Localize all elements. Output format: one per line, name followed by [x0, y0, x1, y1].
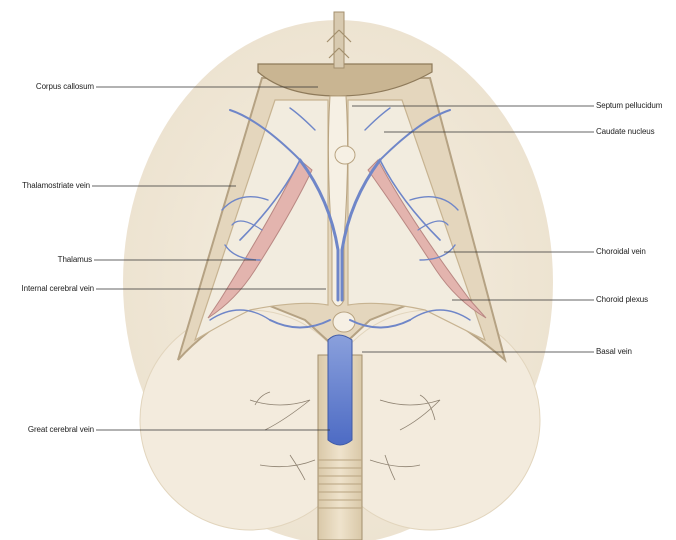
- label-choroid-plexus: Choroid plexus: [596, 295, 648, 305]
- foramen-bottom: [333, 312, 355, 332]
- label-caudate-nucleus: Caudate nucleus: [596, 127, 655, 137]
- great-cerebral-vein-shape: [328, 335, 352, 445]
- label-basal-vein: Basal vein: [596, 347, 632, 357]
- label-internal-cerebral-vein: Internal cerebral vein: [4, 284, 94, 294]
- label-choroidal-vein: Choroidal vein: [596, 247, 646, 257]
- label-thalamus: Thalamus: [40, 255, 92, 265]
- top-stem: [334, 12, 344, 68]
- label-great-cerebral-vein: Great cerebral vein: [6, 425, 94, 435]
- label-septum-pellucidum: Septum pellucidum: [596, 101, 662, 111]
- foramen-top: [335, 146, 355, 164]
- label-thalamostriate-vein: Thalamostriate vein: [6, 181, 90, 191]
- label-corpus-callosum: Corpus callosum: [18, 82, 94, 92]
